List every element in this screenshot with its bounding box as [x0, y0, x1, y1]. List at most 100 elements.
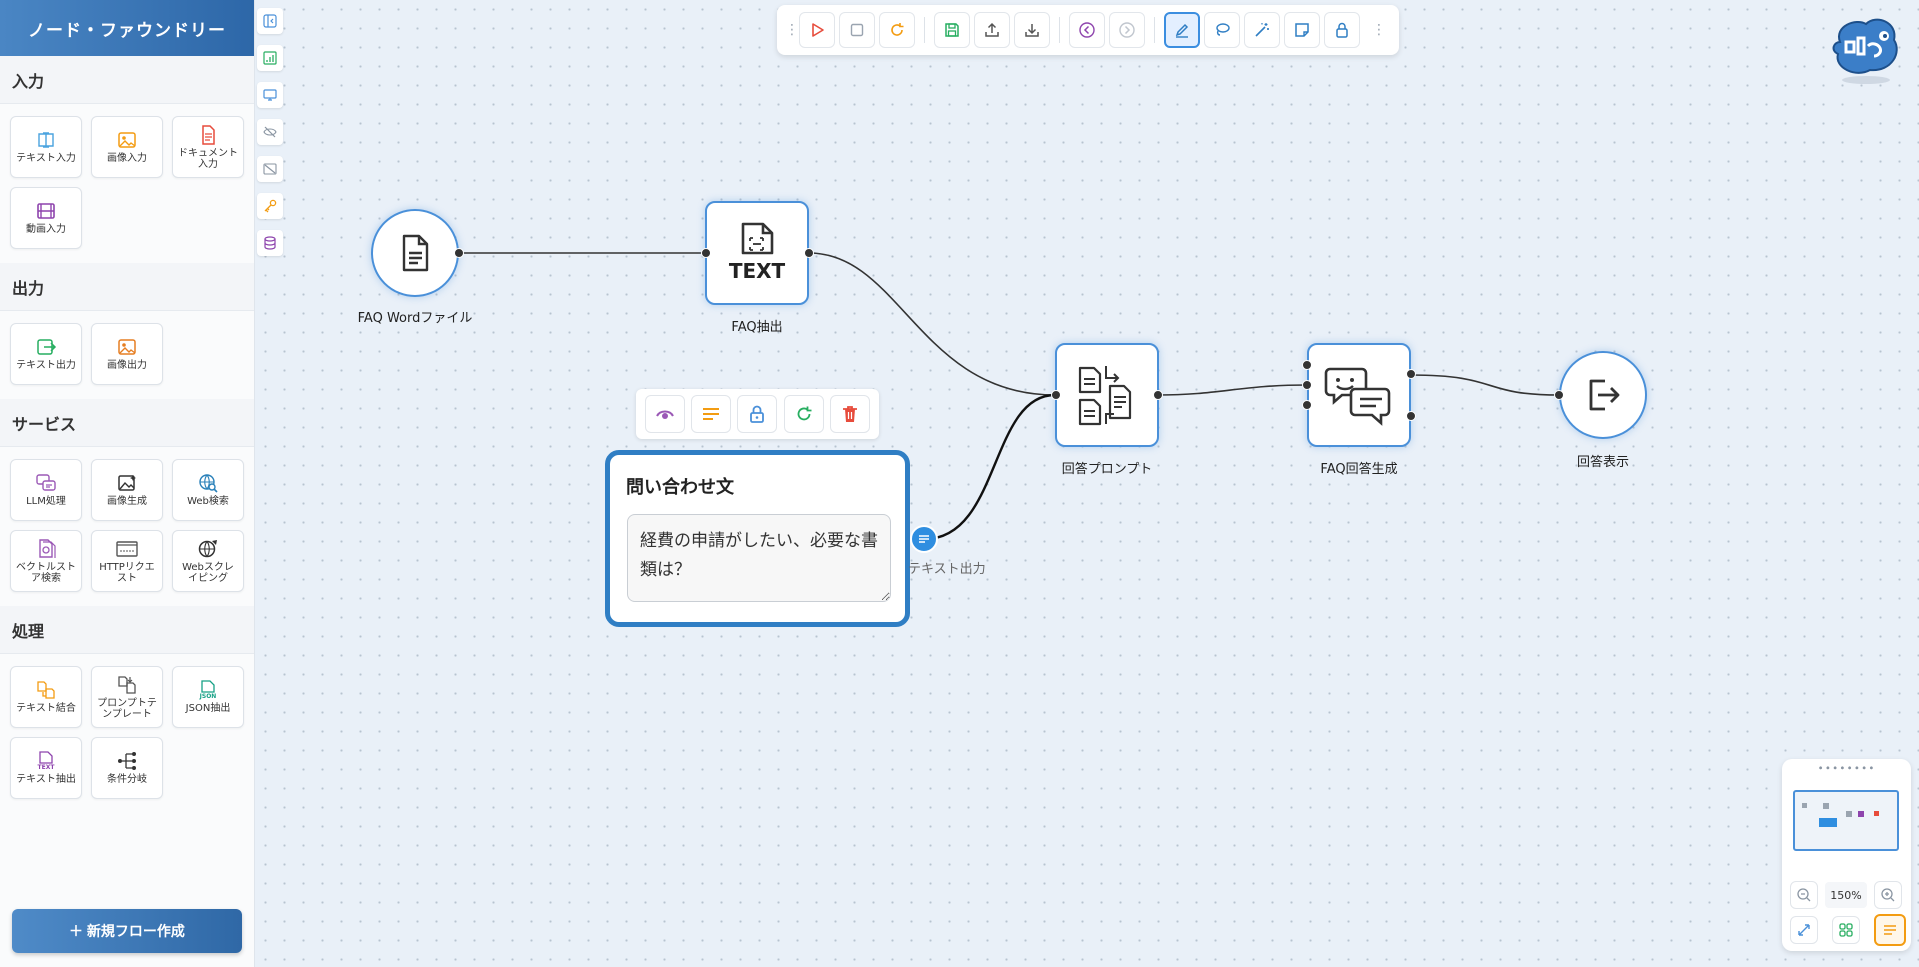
tile-text-extract[interactable]: TEXT テキスト抽出	[10, 737, 82, 799]
lock-icon	[750, 405, 765, 423]
new-flow-button[interactable]: ＋ 新規フロー作成	[12, 909, 242, 953]
run-button[interactable]	[799, 12, 835, 48]
section-title-processing: 処理	[0, 606, 254, 654]
node-input-handle[interactable]	[1051, 390, 1061, 400]
node-label: FAQ抽出	[731, 320, 783, 335]
tile-vector-store-search[interactable]: ベクトルストア検索	[10, 530, 82, 592]
tile-text-merge[interactable]: テキスト結合	[10, 666, 82, 728]
lock-button[interactable]	[1324, 12, 1360, 48]
minimap-view[interactable]	[1793, 790, 1899, 851]
auto-layout-button[interactable]	[1832, 916, 1860, 944]
node-icon-text: TEXT	[729, 259, 786, 283]
node-input-handle[interactable]	[701, 248, 711, 258]
logs-button[interactable]	[1874, 914, 1906, 946]
image-off-button[interactable]	[257, 156, 283, 182]
hide-button[interactable]	[257, 119, 283, 145]
drag-handle-icon[interactable]: ⋮	[785, 22, 799, 38]
image-input-icon	[118, 132, 136, 148]
zoom-out-button[interactable]	[1790, 881, 1818, 909]
lasso-button[interactable]	[1204, 12, 1240, 48]
flow-canvas[interactable]	[256, 0, 1919, 967]
stop-button[interactable]	[839, 12, 875, 48]
tile-branch[interactable]: 条件分岐	[91, 737, 163, 799]
tile-video-input[interactable]: 動画入力	[10, 187, 82, 249]
reset-node-button[interactable]	[783, 395, 824, 433]
lock-icon	[1336, 22, 1348, 38]
tile-text-input[interactable]: テキスト入力	[10, 116, 82, 178]
refresh-icon	[797, 406, 812, 421]
drag-handle-icon[interactable]: ⋮	[1372, 22, 1386, 38]
preview-node-button[interactable]	[645, 395, 686, 433]
tile-llm[interactable]: LLM処理	[10, 459, 82, 521]
collapse-sidebar-button[interactable]	[257, 8, 283, 34]
zoom-in-button[interactable]	[1874, 881, 1902, 909]
minimap-node	[1823, 803, 1829, 809]
tile-image-input[interactable]: 画像入力	[91, 116, 163, 178]
tile-document-input[interactable]: ドキュメント入力	[172, 116, 244, 178]
text-output-handle[interactable]	[910, 525, 938, 553]
database-button[interactable]	[257, 230, 283, 256]
text-input-node-card[interactable]: 問い合わせ文 経費の申請がしたい、必要な書類は？	[605, 450, 910, 627]
node-output-handle[interactable]	[1153, 390, 1163, 400]
edit-mode-button[interactable]	[1164, 12, 1200, 48]
image-off-icon	[263, 163, 277, 175]
magic-button[interactable]	[1244, 12, 1280, 48]
pencil-icon	[1175, 23, 1189, 38]
tile-prompt-template[interactable]: プロンプトテンプレート	[91, 666, 163, 728]
node-faq-answer-generation[interactable]	[1307, 343, 1411, 447]
node-input-handle[interactable]	[1302, 400, 1312, 410]
lock-node-button[interactable]	[737, 395, 778, 433]
node-output-handle[interactable]	[454, 248, 464, 258]
tile-web-scraping[interactable]: Webスクレイピング	[172, 530, 244, 592]
format-node-button[interactable]	[691, 395, 732, 433]
node-faq-extract[interactable]: TEXT	[705, 201, 809, 305]
stop-icon	[850, 23, 864, 37]
section-title-input: 入力	[0, 56, 254, 104]
sticky-note-icon	[1295, 23, 1309, 37]
fit-view-button[interactable]	[1790, 916, 1818, 944]
redo-button[interactable]	[1109, 12, 1145, 48]
tile-text-output[interactable]: テキスト出力	[10, 323, 82, 385]
node-answer-prompt[interactable]	[1055, 343, 1159, 447]
undo-button[interactable]	[1069, 12, 1105, 48]
reset-button[interactable]	[879, 12, 915, 48]
preview-button[interactable]	[257, 82, 283, 108]
import-button[interactable]	[1014, 12, 1050, 48]
tile-label: ベクトルストア検索	[16, 561, 76, 584]
tile-label: 画像出力	[107, 360, 147, 371]
tile-web-search[interactable]: Web検索	[172, 459, 244, 521]
node-output-handle[interactable]	[804, 248, 814, 258]
tile-label: 条件分岐	[107, 774, 147, 785]
tile-label: LLM処理	[26, 496, 66, 507]
node-input-handle[interactable]	[1302, 380, 1312, 390]
tile-http-request[interactable]: HTTPリクエスト	[91, 530, 163, 592]
lasso-icon	[1216, 23, 1230, 36]
query-textarea[interactable]: 経費の申請がしたい、必要な書類は？	[627, 514, 891, 602]
sticky-note-button[interactable]	[1284, 12, 1320, 48]
trash-icon	[842, 406, 857, 422]
tile-image-output[interactable]: 画像出力	[91, 323, 163, 385]
node-input-handle[interactable]	[1554, 390, 1564, 400]
node-input-handle[interactable]	[1302, 360, 1312, 370]
node-output-handle[interactable]	[1406, 369, 1416, 379]
node-answer-display[interactable]	[1559, 351, 1647, 439]
save-button[interactable]	[934, 12, 970, 48]
node-faq-word-file[interactable]	[371, 209, 459, 297]
tile-label: ドキュメント入力	[178, 147, 238, 170]
tile-image-generation[interactable]: 画像生成	[91, 459, 163, 521]
minimap-drag-handle[interactable]: ∙∙∙∙∙∙∙∙	[1817, 763, 1876, 774]
delete-node-button[interactable]	[829, 395, 870, 433]
video-input-icon	[37, 203, 55, 219]
key-button[interactable]	[257, 193, 283, 219]
toolbar-divider	[1154, 17, 1155, 43]
export-button[interactable]	[974, 12, 1010, 48]
tile-label: Web検索	[187, 496, 229, 507]
tile-label: テキスト抽出	[16, 774, 76, 785]
eye-off-icon	[263, 126, 277, 138]
play-icon	[812, 23, 824, 37]
top-toolbar: ⋮ ⋮	[777, 5, 1399, 55]
tile-json-extract[interactable]: JSON JSON抽出	[172, 666, 244, 728]
node-output-handle[interactable]	[1406, 411, 1416, 421]
sheet-button[interactable]	[257, 45, 283, 71]
toolbar-divider	[924, 17, 925, 43]
